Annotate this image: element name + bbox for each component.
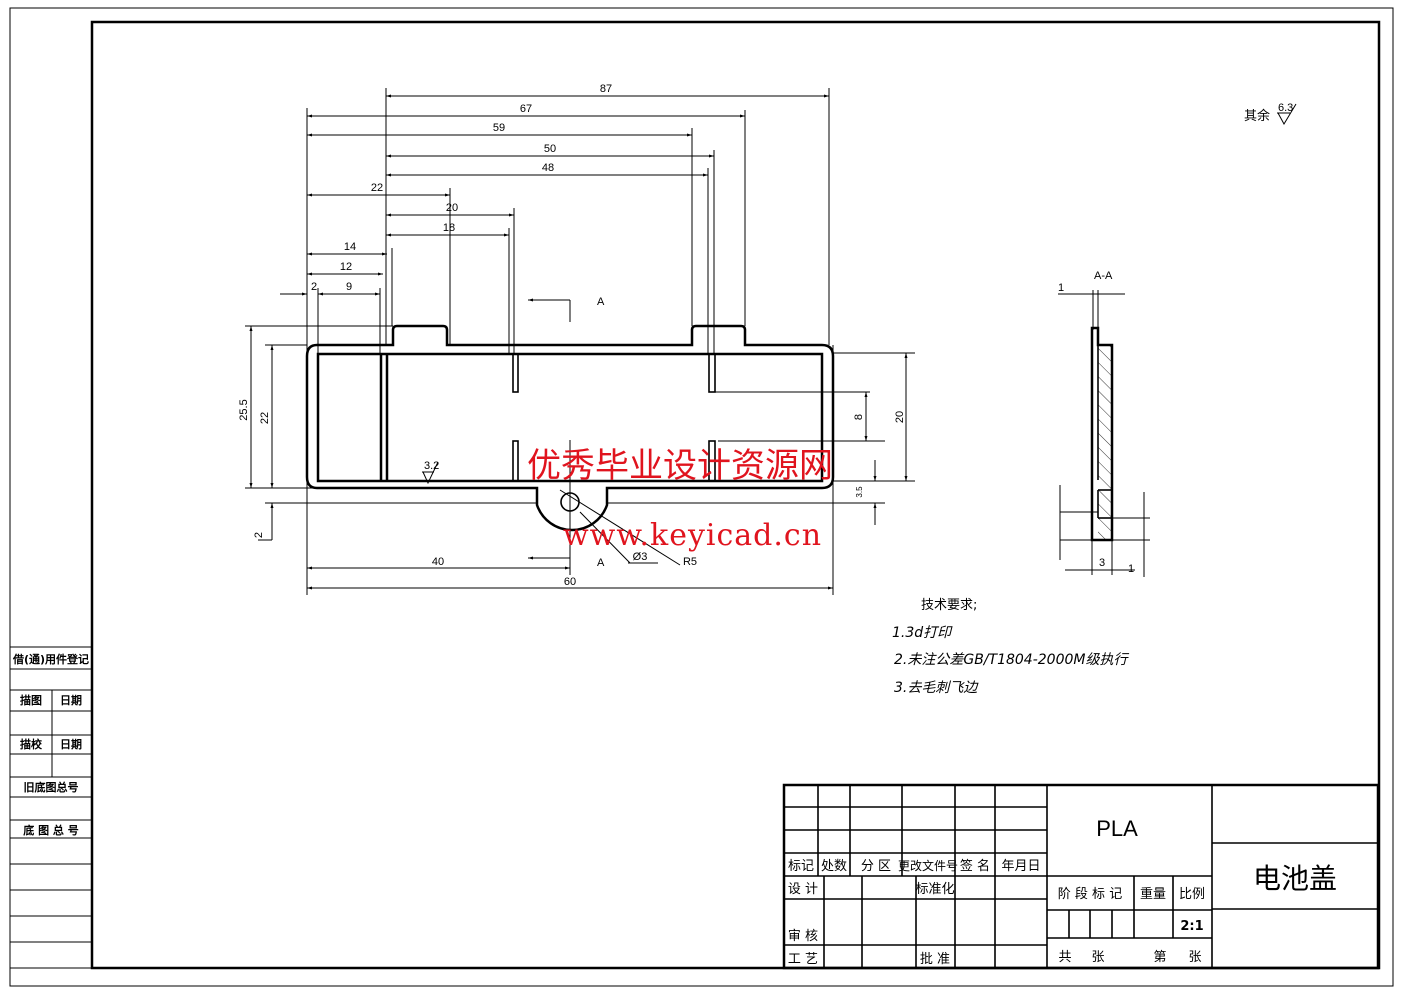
svg-text:阶 段 标 记: 阶 段 标 记: [1058, 887, 1122, 902]
dim-12: 12: [340, 261, 352, 273]
dim-87: 87: [600, 83, 612, 95]
svg-text:工 艺: 工 艺: [788, 952, 818, 967]
svg-text:标记: 标记: [788, 859, 814, 874]
note-item: 3.去毛刺飞边: [894, 680, 979, 696]
svg-text:描校: 描校: [20, 737, 43, 751]
svg-text:更改文件号: 更改文件号: [898, 858, 958, 873]
section-marker-bottom: A: [597, 557, 605, 569]
dim-20: 20: [446, 202, 458, 214]
dim-40: 40: [432, 556, 444, 568]
section-view-title: A-A: [1094, 270, 1113, 282]
part-name: 电池盖: [1253, 862, 1337, 895]
svg-text:其余: 其余: [1244, 108, 1270, 124]
dim-22-vertical: 22: [259, 412, 271, 424]
svg-text:日期: 日期: [60, 737, 82, 751]
watermark-url: www.keyicad.cn: [563, 518, 822, 553]
svg-text:3: 3: [1099, 557, 1105, 569]
dim-8-vertical: 8: [853, 414, 865, 420]
roughness-symbol: 3.2: [422, 460, 439, 485]
dim-hole-diameter: Ø3: [633, 551, 648, 563]
svg-text:描图: 描图: [20, 693, 42, 707]
main-view: 87 67 59 50 48 22 20 18 14 12 2 9 40 60 …: [238, 83, 915, 595]
svg-text:日期: 日期: [60, 693, 82, 707]
svg-text:分 区: 分 区: [861, 859, 891, 874]
material-value: PLA: [1096, 816, 1138, 841]
section-marker-top: A: [597, 296, 605, 308]
note-item: 1.3d打印: [892, 625, 953, 641]
svg-text:3.2: 3.2: [424, 460, 439, 472]
slot: [708, 353, 716, 393]
dim-14: 14: [344, 241, 356, 253]
svg-text:1: 1: [1128, 563, 1134, 575]
roughness-other: 其余 6.3: [1244, 102, 1297, 126]
svg-text:比例: 比例: [1179, 887, 1205, 902]
dim-67: 67: [520, 103, 532, 115]
slot: [512, 353, 519, 393]
slot: [512, 440, 519, 482]
svg-text:张: 张: [1188, 950, 1201, 965]
dim-9: 9: [346, 281, 352, 293]
svg-text:年月日: 年月日: [1001, 859, 1040, 874]
svg-text:旧底图总号: 旧底图总号: [24, 780, 79, 794]
dim-18: 18: [443, 222, 455, 234]
svg-text:审 核: 审 核: [788, 929, 818, 944]
svg-text:标准化: 标准化: [915, 882, 954, 897]
notes-title: 技术要求;: [921, 598, 977, 613]
dim-48: 48: [542, 162, 554, 174]
svg-text:借(通)用件登记: 借(通)用件登记: [12, 652, 89, 666]
dim-20-vertical: 20: [894, 411, 906, 423]
side-register-table: 借(通)用件登记 描图 日期 描校 日期 旧底图总号 底 图 总 号: [9, 646, 93, 969]
sheet-outer-border: [9, 7, 1394, 987]
svg-text:设 计: 设 计: [788, 882, 818, 897]
dim-25-5: 25.5: [238, 399, 250, 420]
dim-60: 60: [564, 576, 576, 588]
note-item: 2.未注公差GB/T1804-2000M级执行: [894, 652, 1129, 668]
watermark-title: 优秀毕业设计资源网: [527, 446, 833, 486]
svg-text:张: 张: [1091, 950, 1104, 965]
dim-radius: R5: [683, 556, 697, 568]
svg-text:签 名: 签 名: [960, 858, 990, 874]
svg-text:1: 1: [1058, 282, 1064, 294]
section-view-a-a: A-A 1 3 1: [1058, 270, 1150, 577]
svg-text:第: 第: [1153, 950, 1166, 965]
slot: [708, 440, 716, 482]
technical-requirements: 技术要求; 1.3d打印 2.未注公差GB/T1804-2000M级执行 3.去…: [892, 598, 1129, 696]
scale-value: 2:1: [1180, 919, 1203, 934]
dim-22: 22: [371, 182, 383, 194]
svg-text:底 图 总 号: 底 图 总 号: [23, 823, 79, 837]
dim-2: 2: [311, 281, 317, 293]
svg-text:重量: 重量: [1140, 886, 1166, 902]
svg-text:6.3: 6.3: [1278, 102, 1293, 114]
dim-50: 50: [544, 143, 556, 155]
dim-3-5-vertical: 3.5: [855, 486, 864, 498]
svg-text:处数: 处数: [821, 859, 847, 874]
dim-59: 59: [493, 122, 505, 134]
title-block: 标记 处数 分 区 更改文件号 签 名 年月日 设 计 标准化 审 核 工 艺 …: [782, 783, 1380, 970]
sheet-inner-border: [90, 20, 1381, 970]
svg-text:批 准: 批 准: [920, 952, 950, 967]
svg-text:共: 共: [1058, 950, 1071, 965]
dim-2-vertical: 2: [253, 532, 265, 538]
